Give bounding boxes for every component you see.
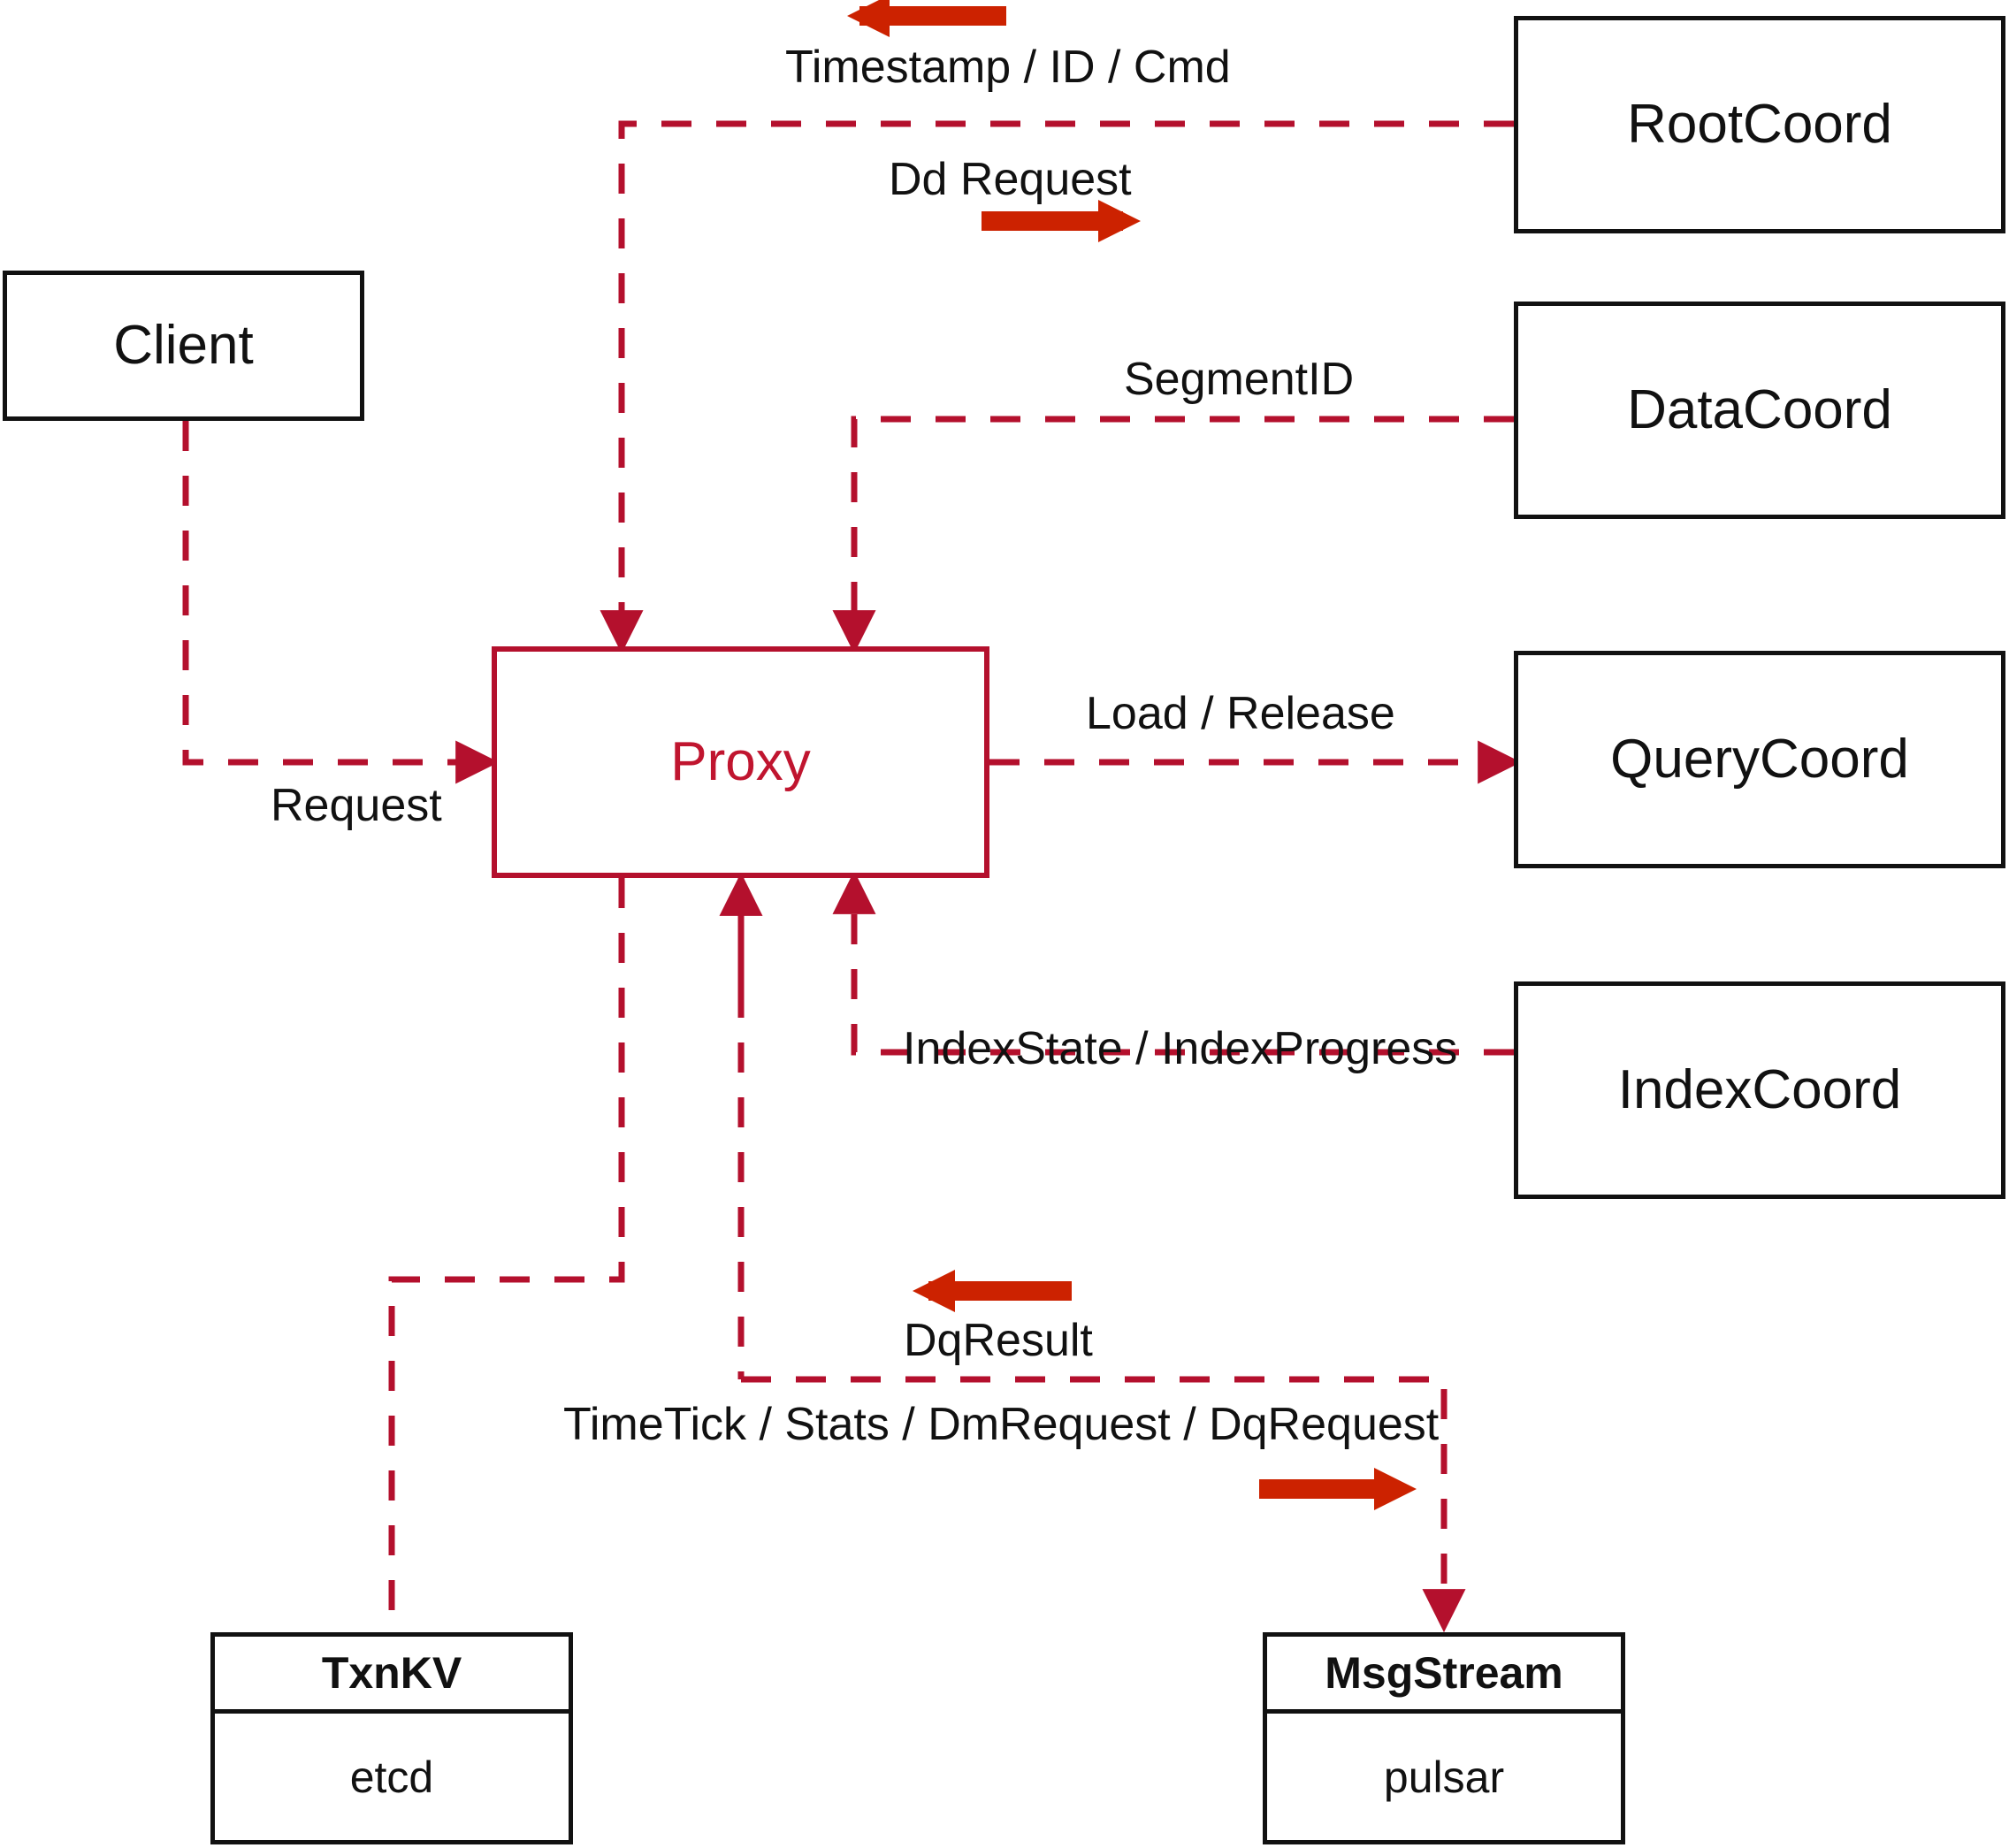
node-msgstream[interactable]: MsgStream pulsar bbox=[1263, 1632, 1625, 1844]
node-client-label: Client bbox=[113, 315, 254, 376]
node-msgstream-header: MsgStream bbox=[1267, 1637, 1621, 1714]
node-msgstream-impl: pulsar bbox=[1383, 1752, 1505, 1802]
node-txnkv-header: TxnKV bbox=[215, 1637, 569, 1714]
node-proxy[interactable]: Proxy bbox=[492, 646, 989, 878]
dqresult-direction-arrow bbox=[913, 1270, 1072, 1312]
node-txnkv[interactable]: TxnKV etcd bbox=[210, 1632, 573, 1844]
node-root-coord-label: RootCoord bbox=[1627, 94, 1892, 155]
edge-label-dd-request: Dd Request bbox=[889, 154, 1132, 205]
dqrequest-direction-arrow bbox=[1259, 1468, 1417, 1510]
node-client[interactable]: Client bbox=[3, 271, 364, 421]
node-query-coord[interactable]: QueryCoord bbox=[1514, 651, 2005, 868]
wire-root-timestamp bbox=[600, 120, 1514, 654]
node-proxy-label: Proxy bbox=[670, 731, 811, 792]
edge-label-dqresult: DqResult bbox=[904, 1315, 1093, 1366]
node-index-coord[interactable]: IndexCoord bbox=[1514, 981, 2005, 1199]
node-txnkv-title: TxnKV bbox=[321, 1648, 462, 1698]
dd-request-direction-arrow bbox=[982, 200, 1141, 242]
node-txnkv-body: etcd bbox=[215, 1714, 569, 1840]
node-root-coord[interactable]: RootCoord bbox=[1514, 16, 2005, 233]
edge-label-msgstream-requests: TimeTick / Stats / DmRequest / DqRequest bbox=[563, 1399, 1440, 1450]
edge-label-segmentid: SegmentID bbox=[1124, 354, 1355, 405]
node-index-coord-label: IndexCoord bbox=[1617, 1059, 1902, 1120]
node-data-coord-label: DataCoord bbox=[1627, 379, 1892, 440]
node-data-coord[interactable]: DataCoord bbox=[1514, 302, 2005, 519]
node-msgstream-body: pulsar bbox=[1267, 1714, 1621, 1840]
wire-data-segmentid bbox=[832, 416, 1514, 654]
edge-label-load-release: Load / Release bbox=[1086, 688, 1395, 739]
edge-label-index-state: IndexState / IndexProgress bbox=[903, 1023, 1458, 1074]
wire-index-state bbox=[832, 870, 1514, 1056]
edge-label-request: Request bbox=[271, 780, 442, 831]
node-txnkv-impl: etcd bbox=[349, 1752, 434, 1802]
wire-txnkv-link bbox=[388, 878, 625, 1632]
timestamp-direction-arrow bbox=[847, 0, 1006, 37]
wire-client-request bbox=[182, 421, 500, 784]
edge-label-timestamp: Timestamp / ID / Cmd bbox=[785, 42, 1231, 93]
node-msgstream-title: MsgStream bbox=[1325, 1648, 1563, 1698]
node-query-coord-label: QueryCoord bbox=[1610, 729, 1909, 790]
wire-msgstream-requests bbox=[741, 1376, 1466, 1633]
